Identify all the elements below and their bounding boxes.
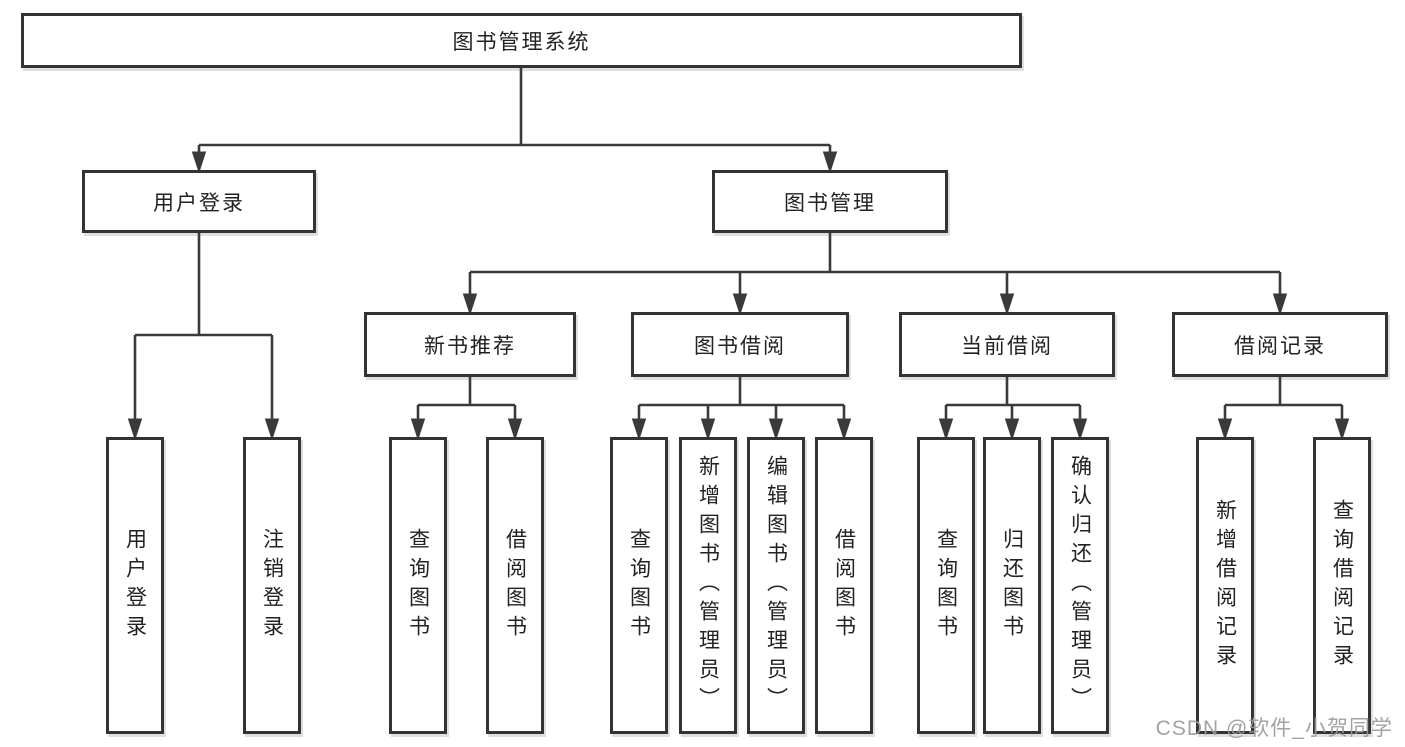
leaf-logout-label: 注销登录 (260, 527, 284, 644)
leaf-query-borrow-record: 查询借阅记录 (1313, 437, 1371, 734)
node-new-book-recommend: 新书推荐 (364, 312, 576, 377)
leaf-query-book-3: 查询图书 (917, 437, 975, 734)
node-current-borrowing: 当前借阅 (899, 312, 1115, 377)
leaf-query-book-2-label: 查询图书 (627, 527, 651, 644)
leaf-add-book-admin-label: 新增图书（管理员） (696, 455, 720, 716)
leaf-query-book-1: 查询图书 (389, 437, 447, 734)
leaf-return-book: 归还图书 (983, 437, 1041, 734)
node-borrowing-records: 借阅记录 (1172, 312, 1388, 377)
leaf-add-book-admin: 新增图书（管理员） (679, 437, 737, 734)
leaf-user-login-label: 用户登录 (123, 527, 147, 644)
node-book-management-label: 图书管理 (784, 191, 876, 215)
leaf-borrow-book-1-label: 借阅图书 (503, 527, 527, 644)
leaf-borrow-book-2: 借阅图书 (815, 437, 873, 734)
node-root-label: 图书管理系统 (452, 30, 591, 54)
leaf-confirm-return-admin-label: 确认归还（管理员） (1068, 455, 1092, 716)
leaf-logout: 注销登录 (243, 437, 301, 734)
leaf-add-borrow-record: 新增借阅记录 (1196, 437, 1254, 734)
leaf-return-book-label: 归还图书 (1000, 527, 1024, 644)
leaf-edit-book-admin: 编辑图书（管理员） (747, 437, 805, 734)
leaf-confirm-return-admin: 确认归还（管理员） (1051, 437, 1109, 734)
node-current-borrowing-label: 当前借阅 (961, 334, 1053, 358)
node-book-borrowing-label: 图书借阅 (694, 334, 786, 358)
node-book-borrowing: 图书借阅 (631, 312, 849, 377)
leaf-query-book-1-label: 查询图书 (406, 527, 430, 644)
leaf-borrow-book-2-label: 借阅图书 (832, 527, 856, 644)
node-user-login-label: 用户登录 (153, 191, 245, 215)
node-root: 图书管理系统 (21, 13, 1022, 68)
node-user-login: 用户登录 (82, 170, 316, 233)
leaf-edit-book-admin-label: 编辑图书（管理员） (764, 455, 788, 716)
leaf-query-borrow-record-label: 查询借阅记录 (1330, 498, 1354, 673)
node-book-management: 图书管理 (712, 170, 948, 233)
node-new-book-recommend-label: 新书推荐 (424, 334, 516, 358)
node-borrowing-records-label: 借阅记录 (1234, 334, 1326, 358)
watermark: CSDN @软件_小贺同学 (1155, 717, 1393, 740)
leaf-query-book-3-label: 查询图书 (934, 527, 958, 644)
leaf-query-book-2: 查询图书 (610, 437, 668, 734)
leaf-user-login: 用户登录 (106, 437, 164, 734)
leaf-add-borrow-record-label: 新增借阅记录 (1213, 498, 1237, 673)
leaf-borrow-book-1: 借阅图书 (486, 437, 544, 734)
